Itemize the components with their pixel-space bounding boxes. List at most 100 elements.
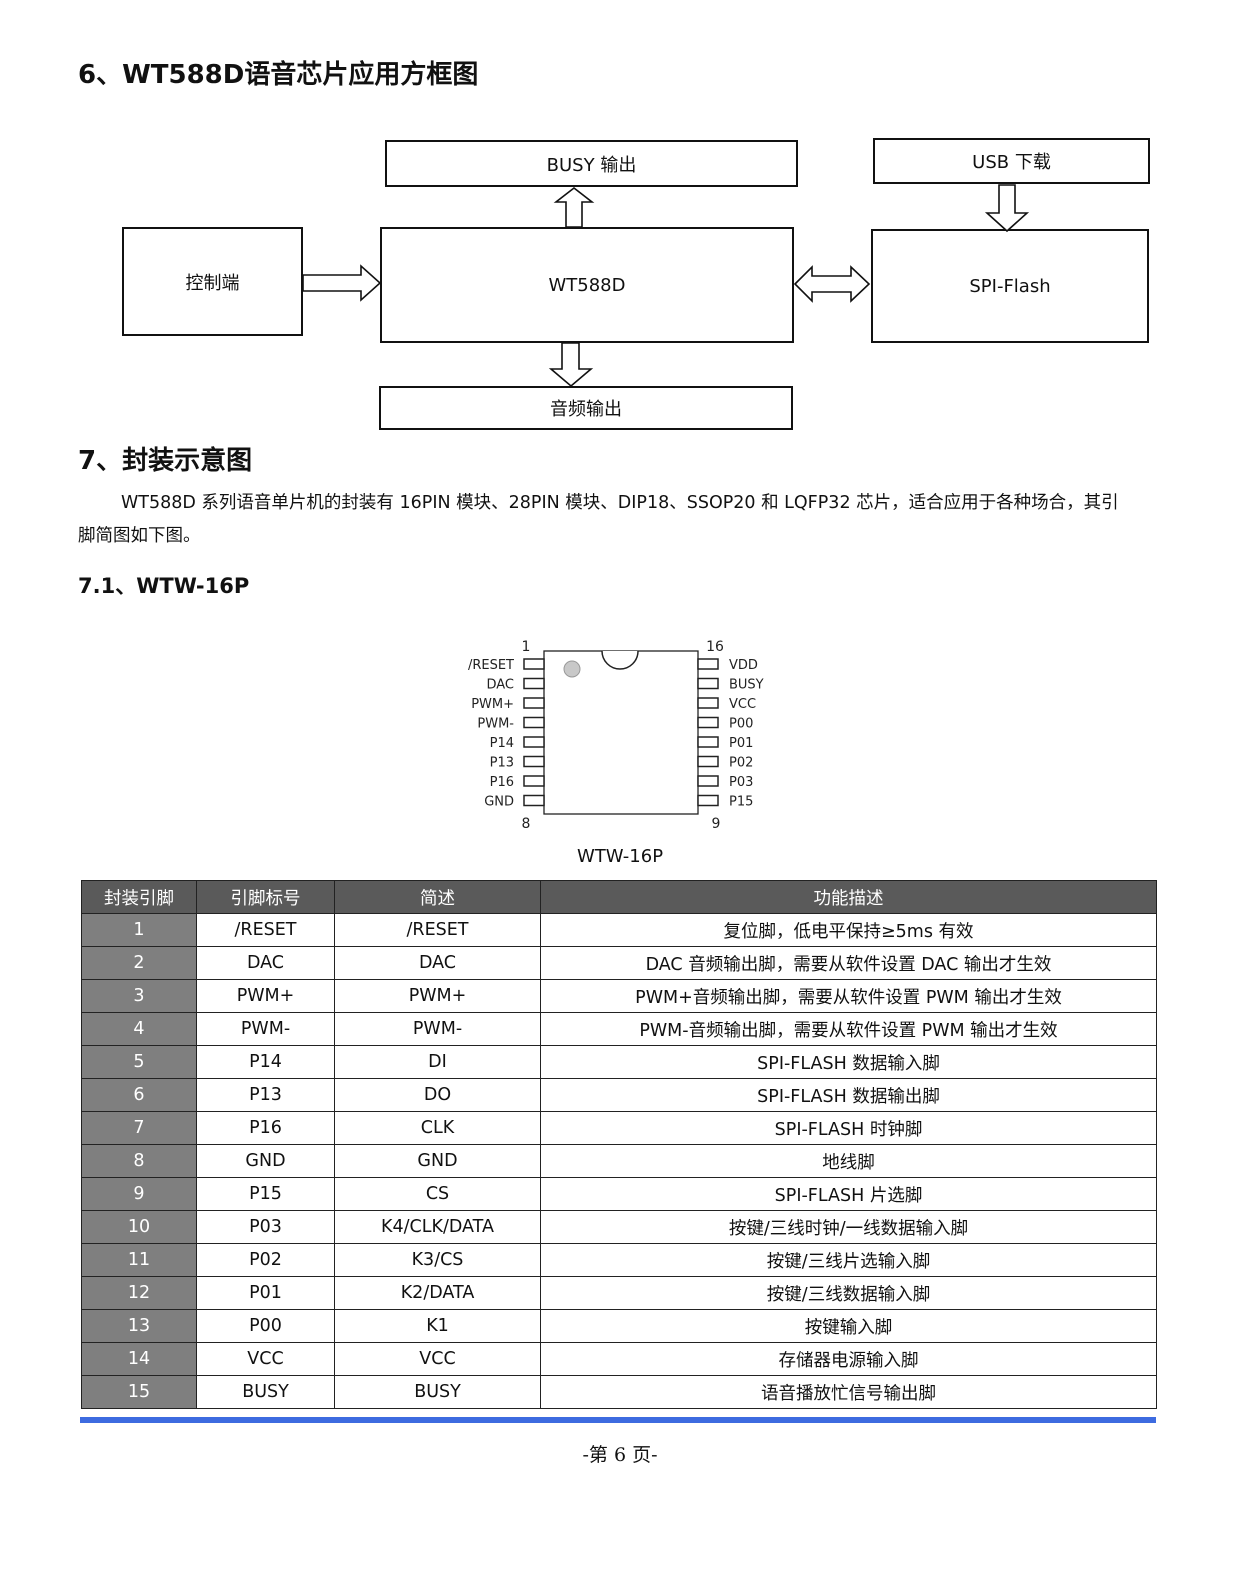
controller-box: 控制端: [122, 227, 303, 336]
right-pin-label: P01: [729, 736, 753, 751]
pin-number-1: 1: [522, 639, 531, 655]
left-pin: [523, 697, 545, 709]
left-pin-label: GND: [484, 795, 514, 810]
section-7-paragraph-line1: WT588D 系列语音单片机的封装有 16PIN 模块、28PIN 模块、DIP…: [121, 493, 1119, 513]
pin-brief-cell: DAC: [334, 946, 541, 980]
right-pin-label: VCC: [729, 697, 756, 712]
chip-notch: [601, 650, 639, 670]
pin-number-cell: 1: [81, 913, 197, 947]
right-pin: [697, 775, 719, 787]
pin-label-cell: /RESET: [196, 913, 335, 947]
pin-brief-cell: BUSY: [334, 1375, 541, 1409]
pin-brief-cell: K1: [334, 1309, 541, 1343]
arrow-double-spi: [793, 265, 871, 303]
arrow-down-usb: [984, 184, 1030, 233]
pin-function-cell: DAC 音频输出脚，需要从软件设置 DAC 输出才生效: [540, 946, 1157, 980]
right-pin-label: P02: [729, 756, 753, 771]
spi-flash-box: SPI-Flash: [871, 229, 1149, 343]
pin-label-cell: DAC: [196, 946, 335, 980]
left-pin-label: DAC: [486, 678, 514, 693]
pin-label-cell: P01: [196, 1276, 335, 1310]
right-pin: [697, 736, 719, 748]
pin-label-cell: P15: [196, 1177, 335, 1211]
pin-number-cell: 11: [81, 1243, 197, 1277]
pin-function-cell: SPI-FLASH 片选脚: [540, 1177, 1157, 1211]
left-pin: [523, 755, 545, 768]
pin-label-cell: P16: [196, 1111, 335, 1145]
right-pin: [697, 677, 719, 690]
pin-brief-cell: DO: [334, 1078, 541, 1112]
pin-label-cell: P02: [196, 1243, 335, 1277]
right-pin: [697, 755, 719, 768]
left-pin-label: PWM-: [477, 717, 514, 732]
right-pin: [697, 716, 719, 729]
pin-brief-cell: K2/DATA: [334, 1276, 541, 1310]
footer-rule: [80, 1417, 1156, 1423]
pin-brief-cell: DI: [334, 1045, 541, 1079]
pin-number-cell: 8: [81, 1144, 197, 1178]
pin-function-cell: 地线脚: [540, 1144, 1157, 1178]
pin-function-cell: 复位脚，低电平保持≥5ms 有效: [540, 913, 1157, 947]
chip-body: [543, 650, 699, 815]
pin-number-cell: 6: [81, 1078, 197, 1112]
pin-label-cell: PWM+: [196, 979, 335, 1013]
usb-download-box: USB 下载: [873, 138, 1150, 184]
pin-brief-cell: CS: [334, 1177, 541, 1211]
pin-function-cell: 按键/三线时钟/一线数据输入脚: [540, 1210, 1157, 1244]
pin-table-header: 封装引脚 引脚标号 简述 功能描述: [81, 880, 1157, 914]
pin-brief-cell: PWM-: [334, 1012, 541, 1046]
diagram-arrows: [302, 184, 1030, 388]
right-pin-label: P00: [729, 717, 753, 732]
right-pin: [697, 794, 719, 807]
pin-function-cell: PWM-音频输出脚，需要从软件设置 PWM 输出才生效: [540, 1012, 1157, 1046]
pin-number-cell: 15: [81, 1375, 197, 1409]
right-pin: [697, 697, 719, 709]
page-number: -第 6 页-: [582, 1444, 658, 1466]
left-pin-label: P16: [490, 775, 514, 790]
pin-number-cell: 2: [81, 946, 197, 980]
right-pin-label: P03: [729, 775, 753, 790]
left-pin-label: /RESET: [468, 658, 514, 673]
pin1-dot: [563, 660, 581, 678]
pin-label-cell: P03: [196, 1210, 335, 1244]
pin-brief-cell: VCC: [334, 1342, 541, 1376]
arrow-down-audio: [548, 342, 594, 388]
left-pin: [523, 658, 545, 670]
pin-function-cell: SPI-FLASH 数据输出脚: [540, 1078, 1157, 1112]
left-pin: [523, 794, 545, 807]
pin-number-cell: 13: [81, 1309, 197, 1343]
left-pin: [523, 775, 545, 787]
arrow-right-controller: [302, 264, 382, 302]
pin-number-cell: 10: [81, 1210, 197, 1244]
audio-output-box: 音频输出: [379, 386, 793, 430]
header-package-pin: 封装引脚: [81, 880, 197, 914]
right-pin-label: VDD: [729, 658, 758, 673]
pin-label-cell: BUSY: [196, 1375, 335, 1409]
pin-label-cell: P13: [196, 1078, 335, 1112]
pin-brief-cell: CLK: [334, 1111, 541, 1145]
header-function: 功能描述: [540, 880, 1157, 914]
busy-output-box: BUSY 输出: [385, 140, 798, 187]
pin-number-cell: 7: [81, 1111, 197, 1145]
pin-number-cell: 14: [81, 1342, 197, 1376]
pin-label-cell: P14: [196, 1045, 335, 1079]
pin-brief-cell: K3/CS: [334, 1243, 541, 1277]
pin-brief-cell: PWM+: [334, 979, 541, 1013]
pin-number-cell: 12: [81, 1276, 197, 1310]
arrow-up-busy: [553, 186, 595, 228]
pin-function-cell: 按键/三线片选输入脚: [540, 1243, 1157, 1277]
pin-function-cell: PWM+音频输出脚，需要从软件设置 PWM 输出才生效: [540, 979, 1157, 1013]
pin-function-cell: 语音播放忙信号输出脚: [540, 1375, 1157, 1409]
